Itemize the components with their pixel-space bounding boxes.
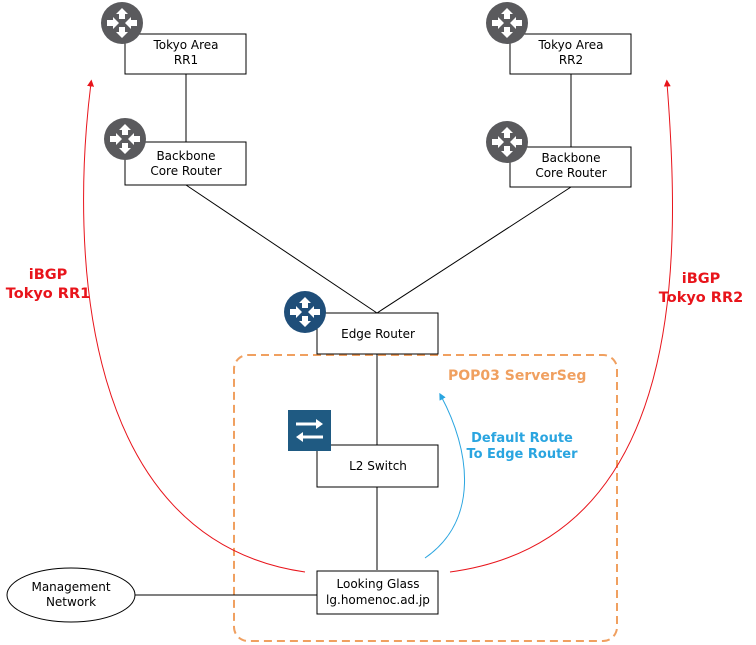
- router-icon: [486, 121, 528, 163]
- looking-glass-label-line1: Looking Glass: [337, 577, 420, 591]
- management-label-line1: Management: [31, 580, 110, 594]
- node-l2-switch[interactable]: L2 Switch: [316, 444, 439, 488]
- link-core2-edge: [376, 186, 572, 314]
- router-icon: [486, 2, 528, 44]
- node-rr2[interactable]: Tokyo Area RR2: [509, 33, 632, 75]
- core2-label-line2: Core Router: [535, 166, 606, 180]
- edge-router-label: Edge Router: [341, 327, 415, 341]
- rr1-label-line2: RR1: [174, 53, 198, 67]
- router-icon: [284, 291, 326, 333]
- default-route-arrow: [424, 392, 466, 559]
- ibgp-rr2-label-line1: iBGP: [682, 271, 721, 287]
- link-core1-edge: [185, 184, 378, 314]
- ibgp-rr1-label-line1: iBGP: [29, 267, 68, 283]
- node-core-router-2[interactable]: Backbone Core Router: [509, 146, 632, 188]
- node-management-network[interactable]: Management Network: [6, 567, 136, 623]
- node-edge-router[interactable]: Edge Router: [316, 312, 439, 355]
- node-rr1[interactable]: Tokyo Area RR1: [124, 33, 247, 75]
- looking-glass-label-line2: lg.homenoc.ad.jp: [326, 593, 430, 607]
- l2-switch-label: L2 Switch: [349, 459, 407, 473]
- rr2-label-line1: Tokyo Area: [537, 38, 603, 52]
- default-route-label-line1: Default Route: [471, 431, 573, 446]
- core1-label-line2: Core Router: [150, 164, 221, 178]
- ibgp-rr2-label-line2: Tokyo RR2: [659, 290, 743, 306]
- segment-label: POP03 ServerSeg: [448, 368, 586, 384]
- router-icon: [104, 118, 146, 160]
- switch-icon: [288, 410, 331, 451]
- ibgp-rr1-label-line2: Tokyo RR1: [6, 286, 90, 302]
- pop03-segment-border: [233, 354, 618, 642]
- default-route-label-line2: To Edge Router: [466, 447, 578, 462]
- rr1-label-line1: Tokyo Area: [152, 38, 218, 52]
- rr2-label-line2: RR2: [559, 53, 583, 67]
- router-icon: [101, 2, 143, 44]
- node-looking-glass[interactable]: Looking Glass lg.homenoc.ad.jp: [316, 570, 439, 615]
- ibgp-arrow-rr1: [83, 79, 306, 573]
- node-core-router-1[interactable]: Backbone Core Router: [124, 141, 247, 186]
- core2-label-line1: Backbone: [541, 151, 600, 165]
- core1-label-line1: Backbone: [156, 149, 215, 163]
- ibgp-arrow-rr2: [449, 79, 674, 573]
- management-label-line2: Network: [46, 595, 96, 609]
